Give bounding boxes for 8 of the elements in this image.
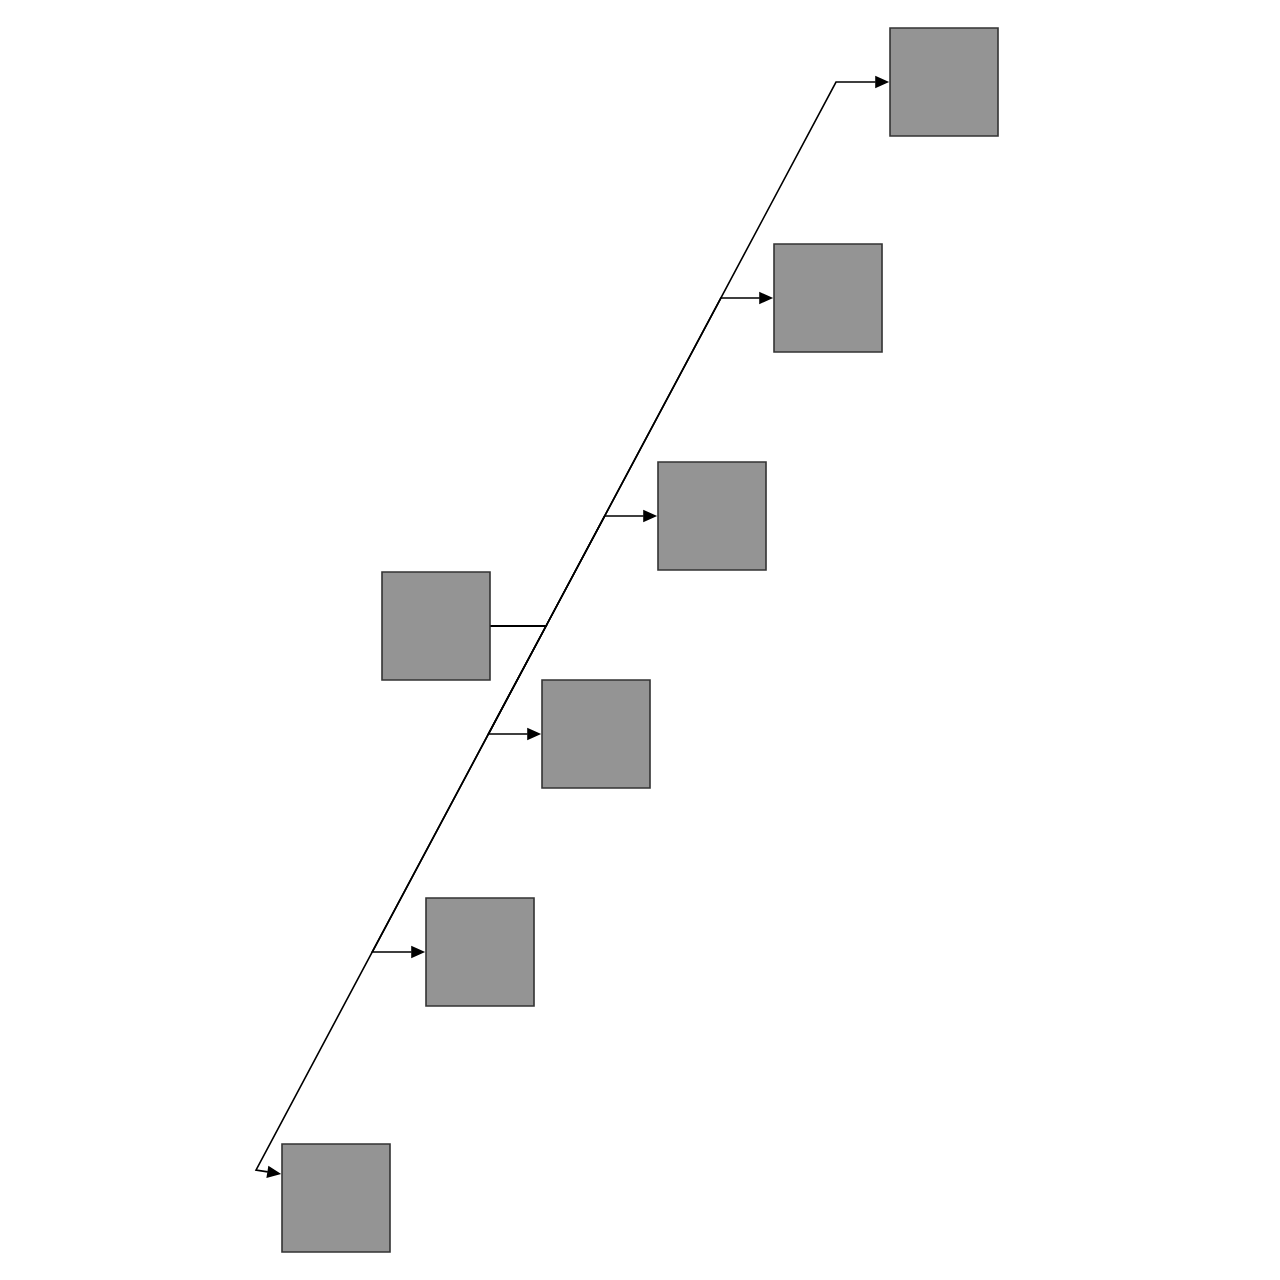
box bbox=[657, 461, 767, 571]
box bbox=[425, 897, 535, 1007]
box bbox=[541, 679, 651, 789]
box bbox=[889, 27, 999, 137]
box bbox=[281, 1143, 391, 1253]
arrow bbox=[254, 625, 548, 1178]
box bbox=[381, 571, 491, 681]
box bbox=[773, 243, 883, 353]
